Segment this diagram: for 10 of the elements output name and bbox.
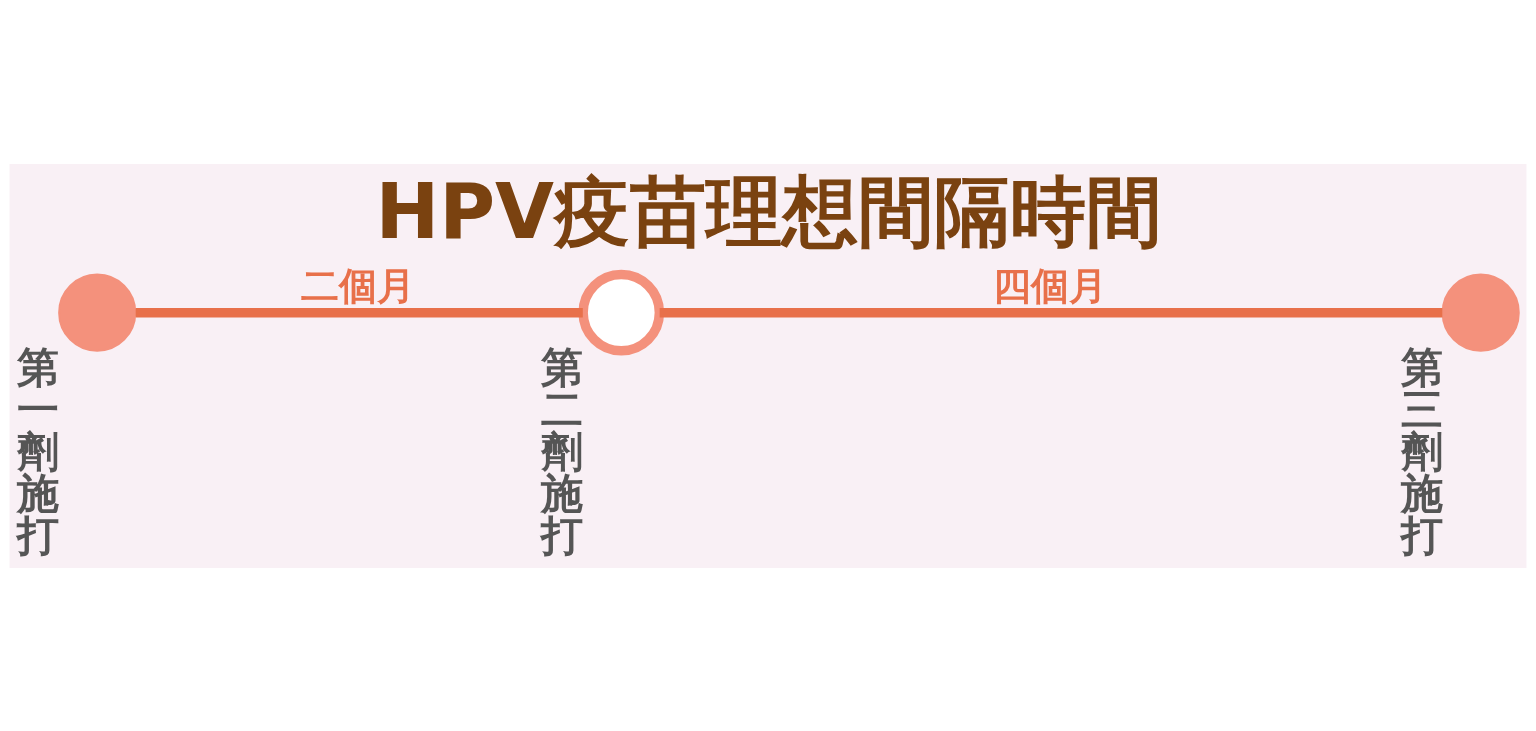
edge-label: 四個月	[992, 263, 1107, 308]
node-label: 第一劑施打	[17, 342, 60, 560]
connector	[659, 307, 1443, 317]
edge-label: 二個月	[301, 263, 416, 308]
node-label: 第三劑施打	[1400, 342, 1443, 560]
node-circle	[58, 273, 137, 352]
node-circle	[1441, 273, 1520, 352]
connector	[135, 307, 583, 317]
diagram-title: HPV疫苗理想間隔時間	[375, 166, 1163, 256]
node-label: 第二劑施打	[541, 342, 584, 560]
